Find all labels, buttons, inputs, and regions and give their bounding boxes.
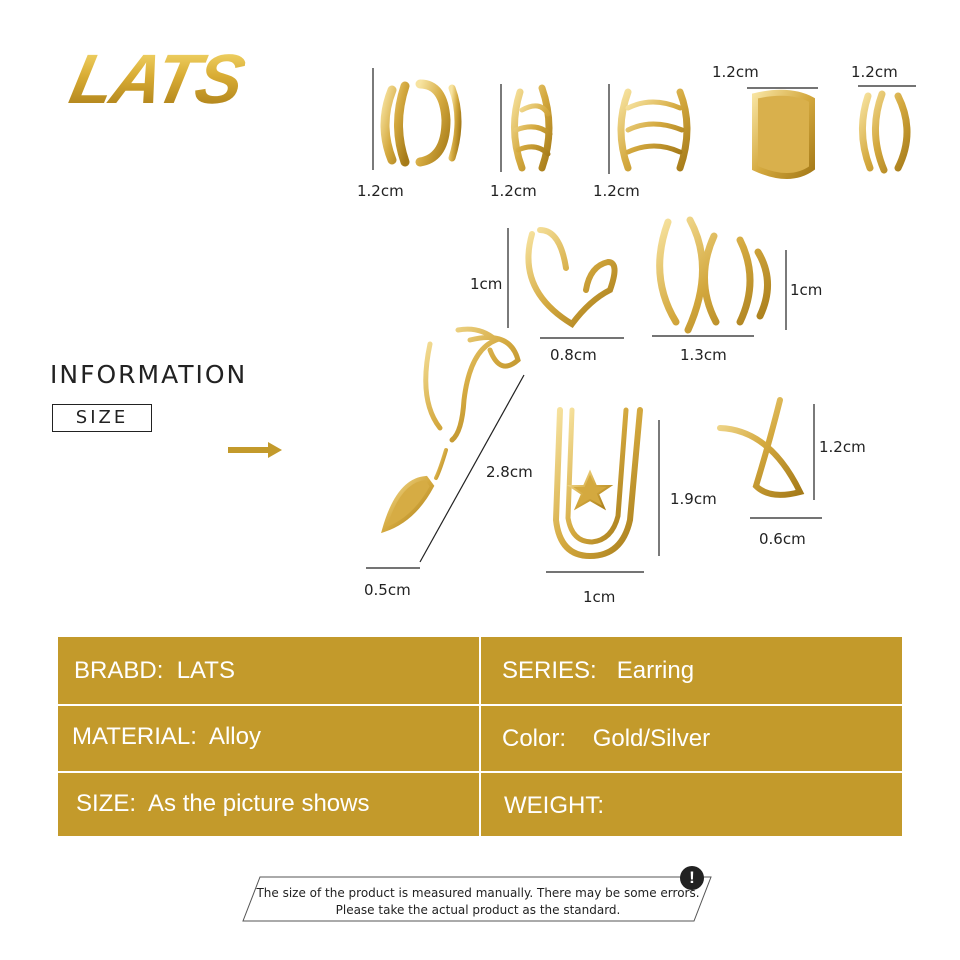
spec-table: BRABD: LATS SERIES: Earring MATERIAL: Al… (58, 637, 902, 836)
earcuff-pieces (380, 79, 911, 560)
item2-height-label: 1.2cm (490, 182, 537, 200)
spec-brand: BRABD: LATS (74, 657, 235, 685)
spec-size-value: As the picture shows (148, 790, 370, 817)
spec-brand-label: BRABD: (74, 657, 164, 684)
spec-size-label: SIZE: (76, 790, 137, 817)
spec-series: SERIES: Earring (502, 657, 694, 685)
item3-height-label: 1.2cm (593, 182, 640, 200)
item7-height-label: 1cm (790, 281, 823, 299)
item9-height-label: 1.9cm (670, 490, 717, 508)
note-line-1: The size of the product is measured manu… (256, 886, 700, 900)
item6-width-label: 0.8cm (550, 346, 597, 364)
spec-color: Color: Gold/Silver (502, 725, 710, 753)
note-text: The size of the product is measured manu… (250, 885, 706, 919)
spec-weight: WEIGHT: (504, 792, 611, 820)
spec-series-value: Earring (616, 657, 695, 684)
spec-material-label: MATERIAL: (72, 723, 197, 750)
spec-brand-value: LATS (176, 657, 235, 684)
note-line-2: Please take the actual product as the st… (335, 903, 621, 917)
item4-width-label: 1.2cm (712, 63, 759, 81)
spec-size: SIZE: As the picture shows (76, 790, 369, 818)
spec-weight-label: WEIGHT: (504, 792, 604, 819)
size-tag: SIZE (52, 404, 152, 432)
item8-width-label: 0.5cm (364, 581, 411, 599)
item1-height-label: 1.2cm (357, 182, 404, 200)
item9-width-label: 1cm (583, 588, 616, 606)
spec-series-label: SERIES: (502, 657, 597, 684)
item5-width-label: 1.2cm (851, 63, 898, 81)
arrow-right-icon (228, 442, 282, 458)
item7-width-label: 1.3cm (680, 346, 727, 364)
info-heading: INFORMATION (50, 360, 248, 389)
note-frame (242, 876, 712, 922)
spec-color-label: Color: (502, 725, 567, 752)
spec-color-value: Gold/Silver (592, 725, 711, 752)
item10-width-label: 0.6cm (759, 530, 806, 548)
item6-height-label: 1cm (470, 275, 503, 293)
spec-material: MATERIAL: Alloy (72, 723, 261, 751)
exclamation-icon: ! (680, 866, 704, 890)
spec-material-value: Alloy (208, 723, 261, 750)
item10-height-label: 1.2cm (819, 438, 866, 456)
item8-length-label: 2.8cm (486, 463, 533, 481)
